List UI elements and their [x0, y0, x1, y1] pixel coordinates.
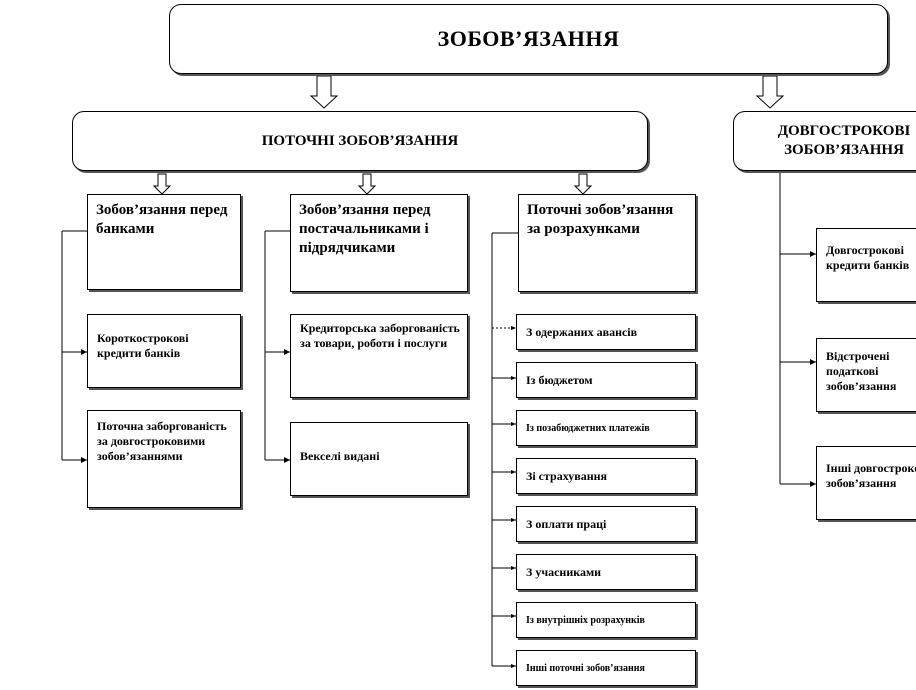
leaf-advances-received: З одержаних авансів — [516, 314, 696, 350]
leaf-longterm-bank-loans: Довгострокові кредити банків — [816, 228, 916, 302]
leaf-insurance: Зі страхування — [516, 458, 696, 494]
leaf-extrabudget-payments: Із позабюджетних платежів — [516, 410, 696, 446]
group-suppliers-node: Зобов’язання перед постачальниками і під… — [290, 194, 468, 292]
current-liabilities-label: ПОТОЧНІ ЗОБОВ’ЯЗАННЯ — [261, 132, 459, 149]
longterm-liabilities-label: ДОВГОСТРОКОВІ ЗОБОВ’ЯЗАННЯ — [777, 123, 911, 158]
leaf-other-current: Інші поточні зобов’язання — [516, 650, 696, 686]
arrow-current-to-suppliers — [357, 173, 377, 195]
group-settlements-node: Поточні зобов’язання за розрахунками — [518, 194, 696, 292]
arrow-root-to-current — [309, 75, 339, 109]
root-node: ЗОБОВ’ЯЗАННЯ — [169, 4, 888, 74]
group-suppliers-label: Зобов’язання перед постачальниками і під… — [299, 202, 431, 256]
leaf-internal-settlements: Із внутрішніх розрахунків — [516, 602, 696, 638]
leaf-current-portion-longterm-debt: Поточна заборгованість за довгостроковим… — [87, 410, 241, 508]
arrow-root-to-longterm — [755, 75, 785, 109]
leaf-budget: Із бюджетом — [516, 362, 696, 398]
current-liabilities-node: ПОТОЧНІ ЗОБОВ’ЯЗАННЯ — [72, 111, 648, 171]
root-label: ЗОБОВ’ЯЗАННЯ — [437, 26, 620, 51]
leaf-short-term-bank-loans: Короткострокові кредити банків — [87, 314, 241, 388]
group-settlements-label: Поточні зобов’язання за розрахунками — [527, 202, 674, 237]
group-banks-node: Зобов’язання перед банками — [87, 194, 241, 290]
group-banks-label: Зобов’язання перед банками — [96, 202, 228, 237]
arrow-current-to-banks — [152, 173, 172, 195]
leaf-deferred-tax-liabilities: Відстрочені податкові зобов’язання — [816, 338, 916, 412]
leaf-other-longterm: Інші довгострокові зобов’язання — [816, 446, 916, 520]
leaf-accounts-payable: Кредиторська заборгованість за товари, р… — [290, 314, 468, 398]
leaf-participants: З учасниками — [516, 554, 696, 590]
leaf-bills-issued: Векселі видані — [290, 422, 468, 496]
longterm-liabilities-node: ДОВГОСТРОКОВІ ЗОБОВ’ЯЗАННЯ — [733, 111, 916, 171]
leaf-wages: З оплати праці — [516, 506, 696, 542]
arrow-current-to-settlements — [573, 173, 593, 195]
